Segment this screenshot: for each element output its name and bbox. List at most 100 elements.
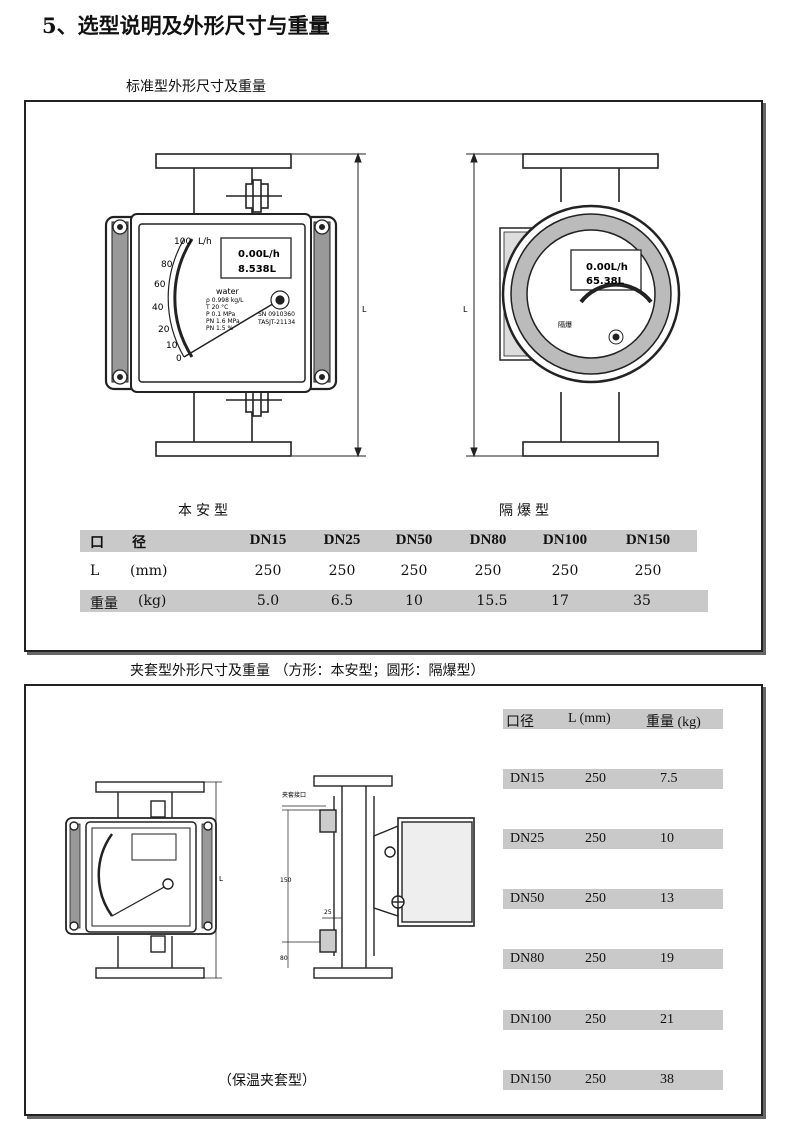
jacket-row6-w: 38 — [660, 1072, 674, 1087]
table-row — [503, 1070, 723, 1090]
jacket-col-L: L (mm) — [568, 711, 611, 726]
standard-caption: 标准型外形尺寸及重量 — [126, 79, 266, 95]
jacket-dim-L-label: L — [219, 875, 223, 883]
jacket-row1-dn: DN15 — [510, 771, 545, 786]
table-row — [503, 829, 723, 849]
jacket-dim-L — [204, 781, 222, 979]
jacket-col-dn: 口径 — [506, 715, 534, 730]
jacket-row2-L: 250 — [585, 831, 606, 846]
jacket-drawing: L 夹套接口 150 25 80 — [65, 775, 475, 979]
svg-text:0.00L/h: 0.00L/h — [238, 249, 280, 260]
jacket-front-view — [65, 781, 217, 979]
standard-drawing: 100 80 60 40 20 10 0 L/h 0.00L/h 8.538L … — [104, 152, 681, 458]
row-W-label: 重量 — [90, 596, 118, 612]
col-dn150: DN150 — [625, 532, 671, 548]
table-header-row — [80, 530, 697, 552]
svg-text:ρ 0.998 kg/L: ρ 0.998 kg/L — [206, 297, 244, 304]
col-dn25: DN25 — [323, 532, 361, 548]
dim-L-left: L — [362, 305, 367, 314]
col-dn50: DN50 — [395, 532, 433, 548]
svg-text:PN 1.5 %: PN 1.5 % — [206, 325, 233, 332]
serial-lines: SN 0910360 TASJT-21134 — [257, 311, 295, 326]
row-L-dn100: 250 — [551, 563, 579, 579]
scale-100: 100 — [174, 237, 191, 247]
gauge-unit: L/h — [198, 237, 212, 247]
scale-10: 10 — [166, 341, 178, 351]
jacket-side-dims — [282, 805, 342, 968]
scale-60: 60 — [154, 280, 166, 290]
jacket-table-header — [503, 709, 723, 729]
scale-40: 40 — [152, 303, 164, 313]
svg-text:T 20 °C: T 20 °C — [205, 304, 228, 311]
row-L-dn15: 250 — [254, 563, 282, 579]
row-L-dn150: 250 — [634, 563, 662, 579]
table-weight-row — [80, 590, 708, 612]
row-L-dn50: 250 — [400, 563, 428, 579]
dim-25: 25 — [324, 909, 332, 916]
jacket-row3-w: 13 — [660, 891, 674, 906]
col-dn15: DN15 — [249, 532, 287, 548]
row-W-dn80: 15.5 — [476, 593, 508, 609]
jacket-row1-L: 250 — [585, 771, 606, 786]
type-explosion-proof: 隔爆型 — [499, 503, 553, 519]
row-L-dn25: 250 — [328, 563, 356, 579]
row-W-dn50: 10 — [405, 593, 423, 609]
row-W-dn100: 17 — [551, 593, 569, 609]
jacket-col-weight: 重量 (kg) — [646, 715, 701, 730]
row-W-dn150: 35 — [633, 593, 651, 609]
dim-L-right: L — [463, 305, 468, 314]
row-W-dn15: 5.0 — [256, 593, 280, 609]
medium-label: water — [216, 287, 240, 296]
type-intrinsic-safe: 本安型 — [178, 503, 232, 519]
jacket-side-view — [313, 775, 475, 979]
spec-lines: ρ 0.998 kg/L T 20 °C P 0.1 MPa PN 1.6 MP… — [205, 297, 244, 332]
svg-text:SN 0910360: SN 0910360 — [258, 311, 295, 318]
row-L-dn80: 250 — [474, 563, 502, 579]
table-row — [503, 1010, 723, 1030]
dimension-line-left — [292, 152, 366, 458]
jacket-row3-L: 250 — [585, 891, 606, 906]
col-dn100: DN100 — [542, 532, 588, 548]
svg-text:PN 1.6 MPa: PN 1.6 MPa — [206, 318, 240, 325]
round-lcd-bottom: 65.38L — [586, 276, 625, 287]
jacket-row6-L: 250 — [585, 1072, 606, 1087]
lcd-display: 0.00L/h 8.538L — [220, 237, 292, 279]
jacket-row2-dn: DN25 — [510, 831, 545, 846]
pipe-left — [155, 153, 292, 457]
row-W-dn25: 6.5 — [330, 593, 354, 609]
jacket-caption: 夹套型外形尺寸及重量 （方形：本安型；圆形：隔爆型） — [130, 663, 485, 679]
svg-text:TASJT-21134: TASJT-21134 — [257, 319, 295, 326]
jacket-row4-w: 19 — [660, 951, 674, 966]
jacket-row3-dn: DN50 — [510, 891, 545, 906]
table-row — [503, 889, 723, 909]
round-label: 隔爆 — [558, 320, 572, 329]
svg-text:8.538L: 8.538L — [238, 264, 277, 275]
gauge-scale — [167, 238, 290, 358]
table-row — [503, 769, 723, 789]
dim-150: 150 — [280, 877, 292, 884]
jacket-drawing-caption: （保温夹套型） — [218, 1073, 316, 1089]
jacket-row5-w: 21 — [660, 1012, 674, 1027]
table-header-label: 口 径 — [90, 535, 146, 551]
pipe-right — [522, 153, 659, 457]
scale-20: 20 — [158, 325, 170, 335]
jacket-row4-dn: DN80 — [510, 951, 545, 966]
row-L-unit: (mm) — [130, 563, 168, 579]
row-W-unit: (kg) — [138, 593, 167, 609]
jacket-note: 夹套接口 — [282, 791, 306, 799]
round-lcd-top: 0.00L/h — [586, 262, 628, 273]
scale-80: 80 — [161, 260, 173, 270]
jacket-row4-L: 250 — [585, 951, 606, 966]
scale-0: 0 — [176, 354, 182, 364]
jacket-row6-dn: DN150 — [510, 1072, 552, 1087]
table-row — [503, 949, 723, 969]
dimension-line-right — [466, 152, 523, 458]
jacket-row2-w: 10 — [660, 831, 674, 846]
row-L-label: L — [90, 563, 100, 579]
col-dn80: DN80 — [469, 532, 507, 548]
dim-side: 80 — [280, 955, 288, 962]
round-meter-housing — [501, 204, 681, 384]
section-heading: 5、选型说明及外形尺寸与重量 — [42, 13, 330, 38]
jacket-row1-w: 7.5 — [660, 771, 678, 786]
svg-text:P 0.1 MPa: P 0.1 MPa — [206, 311, 236, 318]
